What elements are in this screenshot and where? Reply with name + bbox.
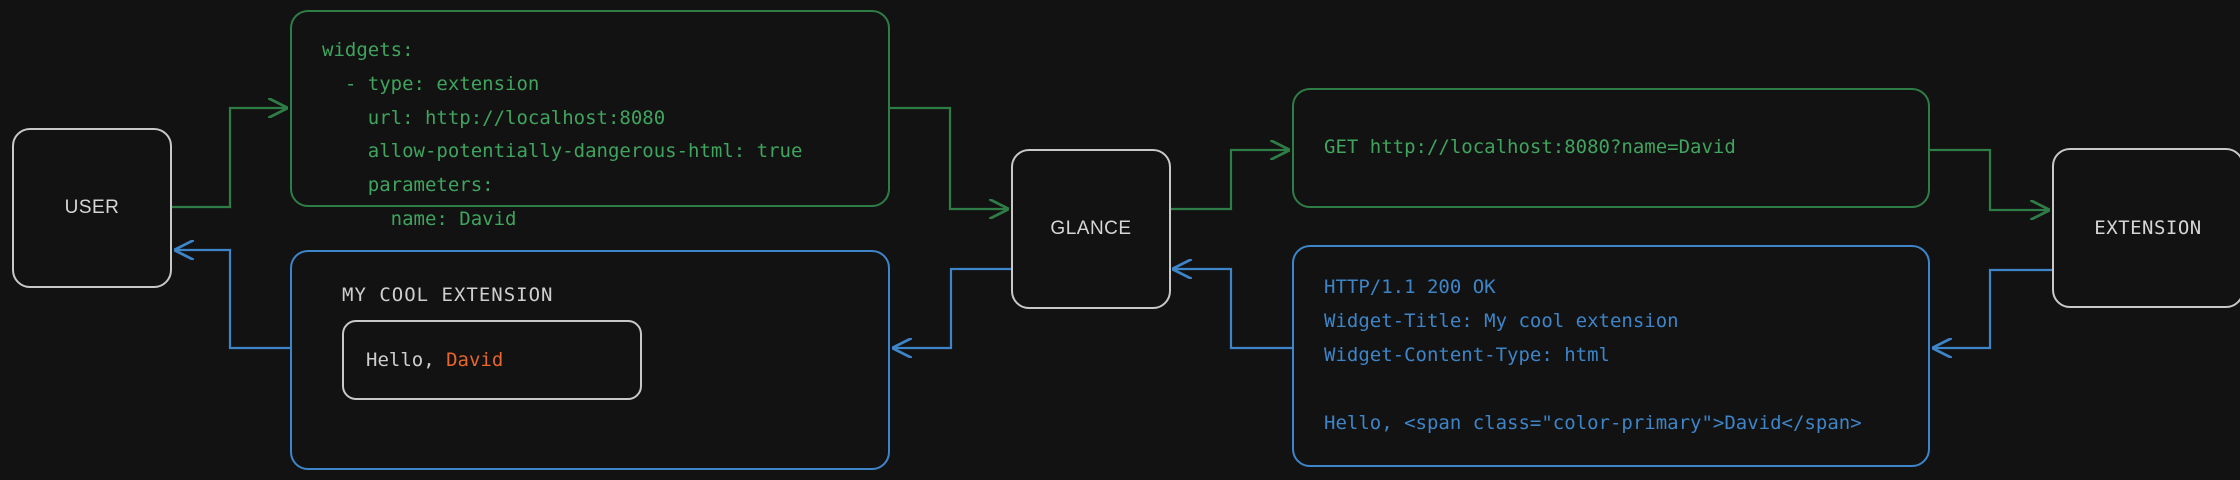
wire-glance-to-widget bbox=[894, 267, 1011, 348]
message-config-yaml: widgets: - type: extension url: http://l… bbox=[290, 10, 890, 230]
http-request-code: GET http://localhost:8080?name=David bbox=[1324, 136, 1736, 159]
config-yaml-code: widgets: - type: extension url: http://l… bbox=[322, 39, 803, 231]
node-user-label: USER bbox=[64, 197, 120, 218]
wire-response-to-glance bbox=[1174, 269, 1292, 350]
wire-config-to-glance bbox=[890, 106, 1007, 209]
rendered-widget-card: Hello, David bbox=[342, 320, 642, 400]
wire-user-to-config bbox=[172, 108, 286, 209]
greeting-name: David bbox=[446, 349, 504, 371]
node-user[interactable]: USER bbox=[12, 128, 172, 288]
node-glance[interactable]: GLANCE bbox=[1011, 149, 1171, 309]
node-extension-label: EXTENSION bbox=[2094, 217, 2202, 239]
http-response-code: HTTP/1.1 200 OK Widget-Title: My cool ex… bbox=[1324, 276, 1862, 434]
wire-glance-to-request bbox=[1170, 150, 1288, 211]
message-rendered-widget: MY COOL EXTENSION Hello, David bbox=[290, 250, 890, 470]
message-http-response: HTTP/1.1 200 OK Widget-Title: My cool ex… bbox=[1292, 245, 1930, 467]
node-extension[interactable]: EXTENSION bbox=[2052, 148, 2240, 308]
message-http-request: GET http://localhost:8080?name=David bbox=[1292, 88, 1930, 208]
wire-widget-to-user bbox=[176, 250, 290, 350]
wire-request-to-extension bbox=[1930, 148, 2048, 210]
greeting-prefix: Hello, bbox=[366, 349, 447, 371]
rendered-widget-greeting: Hello, David bbox=[366, 349, 503, 371]
node-glance-label: GLANCE bbox=[1050, 218, 1132, 239]
wire-extension-to-response bbox=[1934, 268, 2052, 348]
rendered-widget-title: MY COOL EXTENSION bbox=[342, 284, 554, 306]
